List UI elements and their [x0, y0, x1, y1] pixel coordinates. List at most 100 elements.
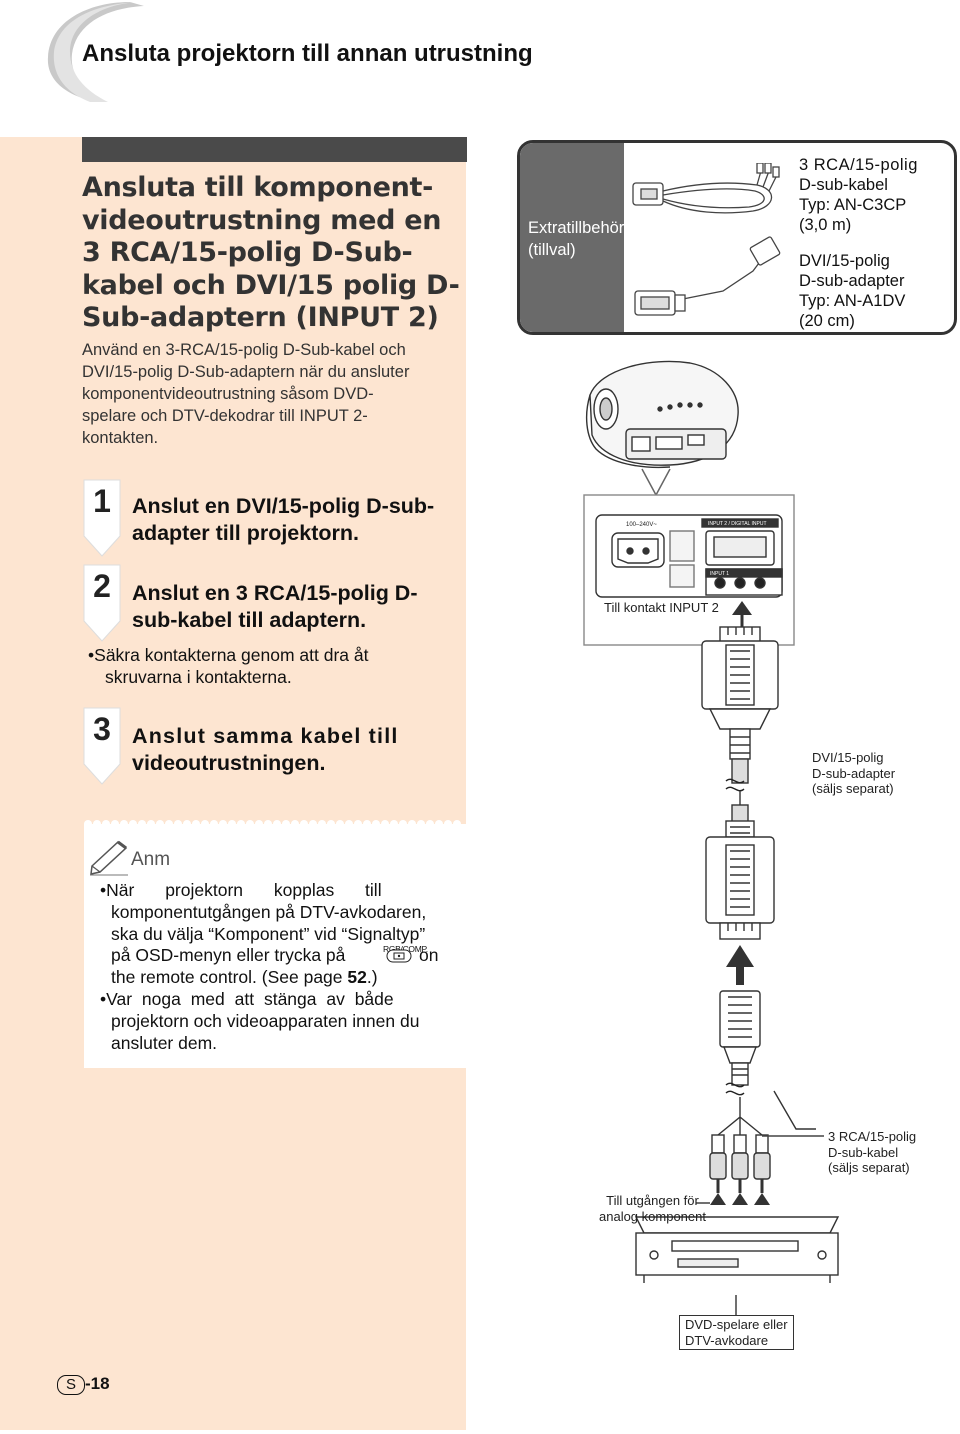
scallop-dot — [183, 820, 191, 828]
scallop-dot — [138, 820, 146, 828]
scallop-dot — [255, 820, 263, 828]
step-2-bullet: •Säkra kontakterna genom att dra åt skru… — [88, 644, 458, 688]
adapter-label: DVI/15-polig D-sub-adapter (säljs separa… — [812, 750, 895, 797]
note-line-end: .) — [366, 967, 378, 988]
note-on-word: on — [419, 945, 439, 966]
step-2-text: Anslut en 3 RCA/15-polig D- sub-kabel ti… — [132, 580, 452, 633]
accessory-cables-illustration — [632, 163, 781, 316]
scallop-dot — [300, 820, 308, 828]
step-number-badge: 2 — [83, 564, 121, 642]
intro-line: Använd en 3-RCA/15-polig D-Sub-kabel och — [82, 341, 406, 359]
step-line: videoutrustningen. — [132, 750, 326, 775]
intro-line: DVI/15-polig D-Sub-adaptern när du anslu… — [82, 363, 410, 381]
note-line: på OSD-menyn eller trycka på — [111, 945, 346, 966]
step-number: 3 — [93, 711, 111, 747]
step-1-text: Anslut en DVI/15-polig D-sub- adapter ti… — [132, 493, 452, 546]
scallop-dot — [453, 820, 461, 828]
scallop-dot — [372, 820, 380, 828]
scallop-dot — [399, 820, 407, 828]
scallop-dot — [120, 820, 128, 828]
output-label-line: analog komponent — [599, 1208, 706, 1224]
left-column-panel — [0, 137, 466, 1430]
note-line: ska du välja “Komponent” vid “Signaltyp” — [111, 923, 426, 944]
accessory-line: (20 cm) — [799, 312, 855, 330]
adapter-label-line: (säljs separat) — [812, 781, 894, 796]
page-number: S-18 — [57, 1374, 110, 1395]
scallop-dot — [408, 820, 416, 828]
note-line: projektorn och videoapparaten innen du — [111, 1010, 420, 1031]
scallop-dot — [174, 820, 182, 828]
header-swoosh-decoration — [47, 2, 144, 102]
cable-label-line: D-sub-kabel — [828, 1144, 899, 1160]
output-label-line: Till utgången för — [606, 1193, 699, 1208]
bullet-line: Säkra kontakterna genom att dra åt — [94, 645, 369, 665]
accessory-line: D-sub-kabel — [799, 176, 888, 194]
accessory-line: DVI/15-polig — [799, 252, 890, 270]
scallop-dot — [201, 820, 209, 828]
rear-panel-illustration — [595, 514, 783, 598]
scallop-dot — [444, 820, 452, 828]
scallop-dot — [291, 820, 299, 828]
section-heading-line: kabel och DVI/15 polig D- — [82, 269, 460, 301]
scallop-dot — [282, 820, 290, 828]
accessory-item-2: DVI/15-polig D-sub-adapter Typ: AN-A1DV … — [799, 251, 905, 331]
scallop-dot — [228, 820, 236, 828]
step-number: 1 — [93, 483, 111, 519]
panel-input-label: INPUT 2 / DIGITAL INPUT — [708, 521, 767, 527]
page-number-value: -18 — [85, 1374, 110, 1393]
accessory-item-1: 3 RCA/15-polig D-sub-kabel Typ: AN-C3CP … — [799, 155, 918, 235]
dvi-adapter-top — [701, 626, 779, 784]
d-sub-plug-middle — [705, 804, 775, 940]
section-header-bar — [82, 137, 467, 162]
accessories-label: Extratillbehör (tillval) — [528, 217, 624, 261]
d-sub-connector-lower — [719, 990, 761, 1086]
scallop-dot — [192, 820, 200, 828]
section-heading-line: Sub-adaptern (INPUT 2) — [82, 302, 439, 333]
step-number: 2 — [93, 568, 111, 604]
output-label: Till utgången för analog komponent — [599, 1193, 706, 1224]
scallop-dot — [129, 820, 137, 828]
step-line: Anslut en 3 RCA/15-polig D- — [132, 581, 418, 605]
note-box — [84, 824, 466, 1068]
scallop-dot — [246, 820, 254, 828]
connection-diagram: 100–240V~ INPUT 2 / DIGITAL INPUT INPUT … — [583, 360, 840, 1323]
note-line: the remote control. (See page — [111, 967, 348, 988]
note-scallop-edge — [84, 820, 466, 830]
bullet-dot: • — [88, 645, 95, 665]
bullet-line: skruvarna i kontakterna. — [105, 667, 292, 687]
projector-illustration — [585, 360, 739, 469]
accessory-line: Typ: AN-A1DV — [799, 292, 906, 310]
scallop-dot — [111, 820, 119, 828]
note-line: Var noga med att stänga av både — [106, 988, 394, 1009]
scallop-dot — [210, 820, 218, 828]
accessories-label-line: (tillval) — [528, 241, 576, 259]
scallop-dot — [156, 820, 164, 828]
bullet-dot: • — [100, 988, 107, 1009]
accessory-line: D-sub-adapter — [799, 272, 905, 290]
intro-line: spelare och DTV-dekodrar till INPUT 2- — [82, 407, 368, 425]
connector-label: Till kontakt INPUT 2 — [604, 600, 719, 615]
page-reference: 52 — [347, 967, 367, 988]
accessory-line: 3 RCA/15-polig — [799, 156, 918, 174]
pencil-icon — [90, 840, 128, 876]
note-line: komponentutgången på DTV-avkodaren, — [111, 901, 427, 922]
accessory-line: (3,0 m) — [799, 216, 852, 234]
scallop-dot — [345, 820, 353, 828]
section-heading-line: 3 RCA/15-polig D-Sub- — [82, 237, 413, 268]
scallop-dot — [417, 820, 425, 828]
step-3-text: Anslut samma kabel till videoutrustninge… — [132, 723, 452, 776]
scallop-dot — [390, 820, 398, 828]
scallop-dot — [363, 820, 371, 828]
scallop-dot — [237, 820, 245, 828]
step-number-badge: 3 — [83, 707, 121, 785]
panel-tag-label: INPUT 1 — [710, 571, 729, 577]
dvd-player-illustration — [634, 1216, 840, 1283]
section-heading: Ansluta till komponent- videoutrustning … — [82, 172, 460, 335]
scallop-dot — [93, 820, 101, 828]
page-number-letter: S — [57, 1375, 85, 1395]
note-title: Anm — [131, 849, 171, 870]
section-heading-line: Ansluta till komponent- — [82, 172, 434, 203]
scallop-dot — [435, 820, 443, 828]
bullet-dot: • — [100, 880, 107, 900]
device-label: DVD-spelare eller DTV-avkodare — [679, 1315, 794, 1350]
